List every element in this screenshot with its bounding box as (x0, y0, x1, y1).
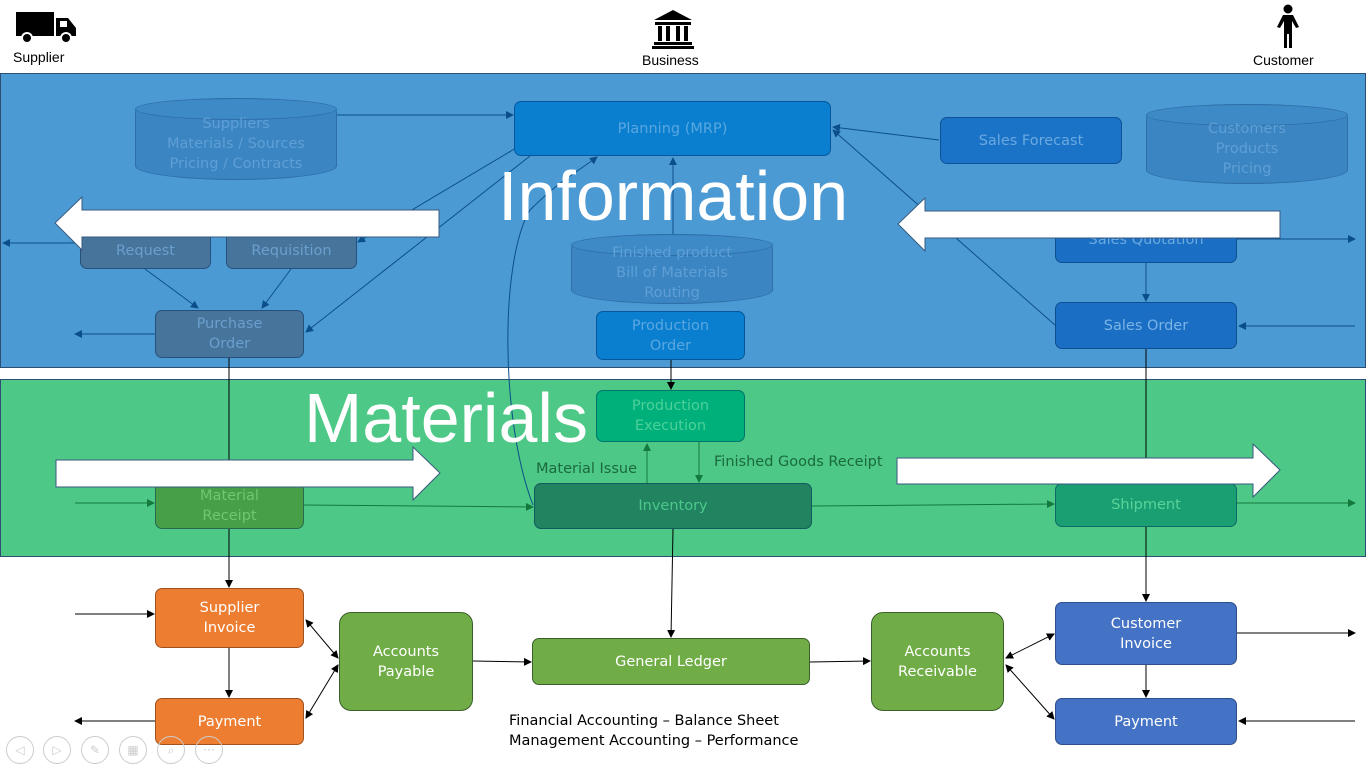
suppliers-database: Suppliers Materials / Sources Pricing / … (135, 98, 337, 180)
previous-icon[interactable]: ◁ (6, 736, 34, 764)
sales-order-box: Sales Order (1055, 302, 1237, 349)
finished-goods-receipt-label: Finished Goods Receipt (714, 454, 883, 470)
general-ledger-box: General Ledger (532, 638, 810, 685)
supplier-payment-box: Payment (155, 698, 304, 745)
accounts-payable-box: Accounts Payable (339, 612, 473, 711)
sales-forecast-box: Sales Forecast (940, 117, 1122, 164)
right-arrow-icon (896, 442, 1281, 499)
production-execution-box: Production Execution (596, 390, 745, 442)
left-arrow-icon (897, 196, 1281, 253)
zoom-icon[interactable]: ⌕ (157, 736, 185, 764)
accounts-receivable-box: Accounts Receivable (871, 612, 1004, 711)
customer-payment-box: Payment (1055, 698, 1237, 745)
information-label: Information (498, 157, 849, 235)
customer-label: Customer (1253, 52, 1314, 68)
more-icon[interactable]: ··· (195, 736, 223, 764)
planning-mrp-box: Planning (MRP) (514, 101, 831, 156)
customers-database: Customers Products Pricing (1146, 104, 1348, 184)
production-order-box: Production Order (596, 311, 745, 360)
product-database: Finished product Bill of Materials Routi… (571, 234, 773, 304)
shipment-box: Shipment (1055, 483, 1237, 527)
right-arrow-icon (55, 445, 441, 502)
financial-accounting-note: Financial Accounting – Balance Sheet (509, 713, 779, 729)
material-issue-label: Material Issue (536, 461, 638, 477)
inventory-box: Inventory (534, 483, 812, 529)
materials-label: Materials (304, 379, 588, 457)
left-arrow-icon (54, 195, 440, 252)
management-accounting-note: Management Accounting – Performance (509, 733, 799, 749)
purchase-order-box: Purchase Order (155, 310, 304, 358)
person-icon (1277, 4, 1299, 48)
business-label: Business (642, 52, 699, 68)
pen-icon[interactable]: ✎ (81, 736, 109, 764)
next-icon[interactable]: ▷ (43, 736, 71, 764)
bank-icon (652, 10, 694, 49)
slides-icon[interactable]: ▦ (119, 736, 147, 764)
customer-invoice-box: Customer Invoice (1055, 602, 1237, 665)
supplier-label: Supplier (13, 49, 65, 65)
supplier-invoice-box: Supplier Invoice (155, 588, 304, 648)
material-receipt-box: Material Receipt (155, 483, 304, 529)
truck-icon (16, 12, 76, 44)
